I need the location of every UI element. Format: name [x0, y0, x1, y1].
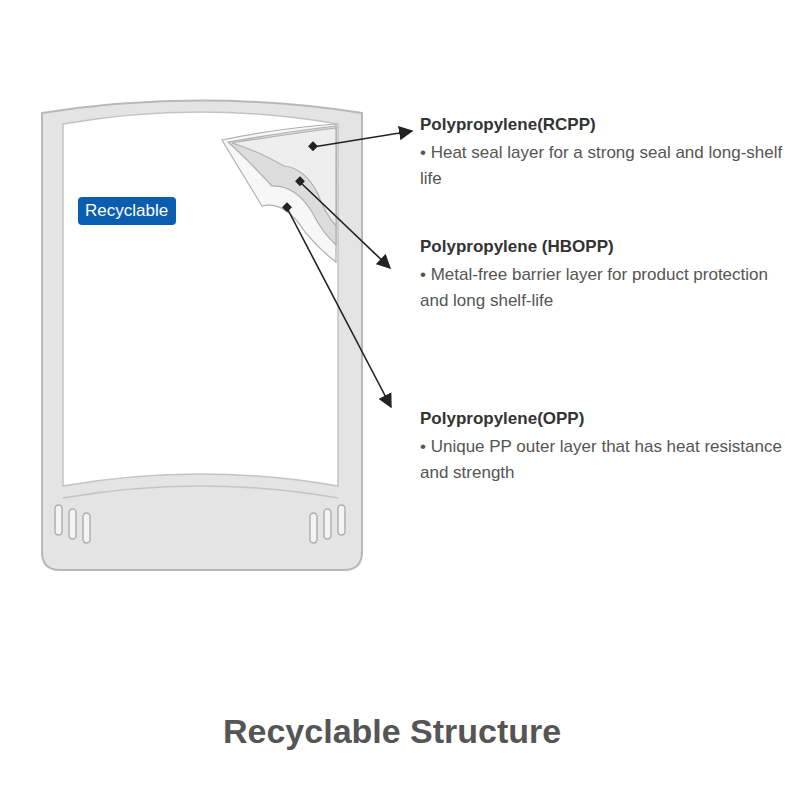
recyclable-badge: Recyclable	[78, 197, 176, 225]
pouch-window	[63, 112, 338, 486]
leader-dots	[282, 141, 318, 212]
gusset-slots	[55, 505, 345, 543]
layer-description: • Metal-free barrier layer for product p…	[420, 262, 796, 313]
leader-lines	[287, 131, 412, 407]
diagram-title: Recyclable Structure	[223, 712, 561, 751]
peeled-layers	[222, 124, 336, 262]
layer-name: Polypropylene (HBOPP)	[420, 234, 790, 260]
layer-description: • Heat seal layer for a strong seal and …	[420, 140, 792, 191]
bottom-seal-line	[63, 486, 338, 498]
pouch-outline	[42, 101, 362, 571]
layer-description: • Unique PP outer layer that has heat re…	[420, 434, 792, 485]
layer-name: Polypropylene(OPP)	[420, 406, 790, 432]
badge-label: Recyclable	[85, 200, 169, 222]
layer-name: Polypropylene(RCPP)	[420, 112, 790, 138]
